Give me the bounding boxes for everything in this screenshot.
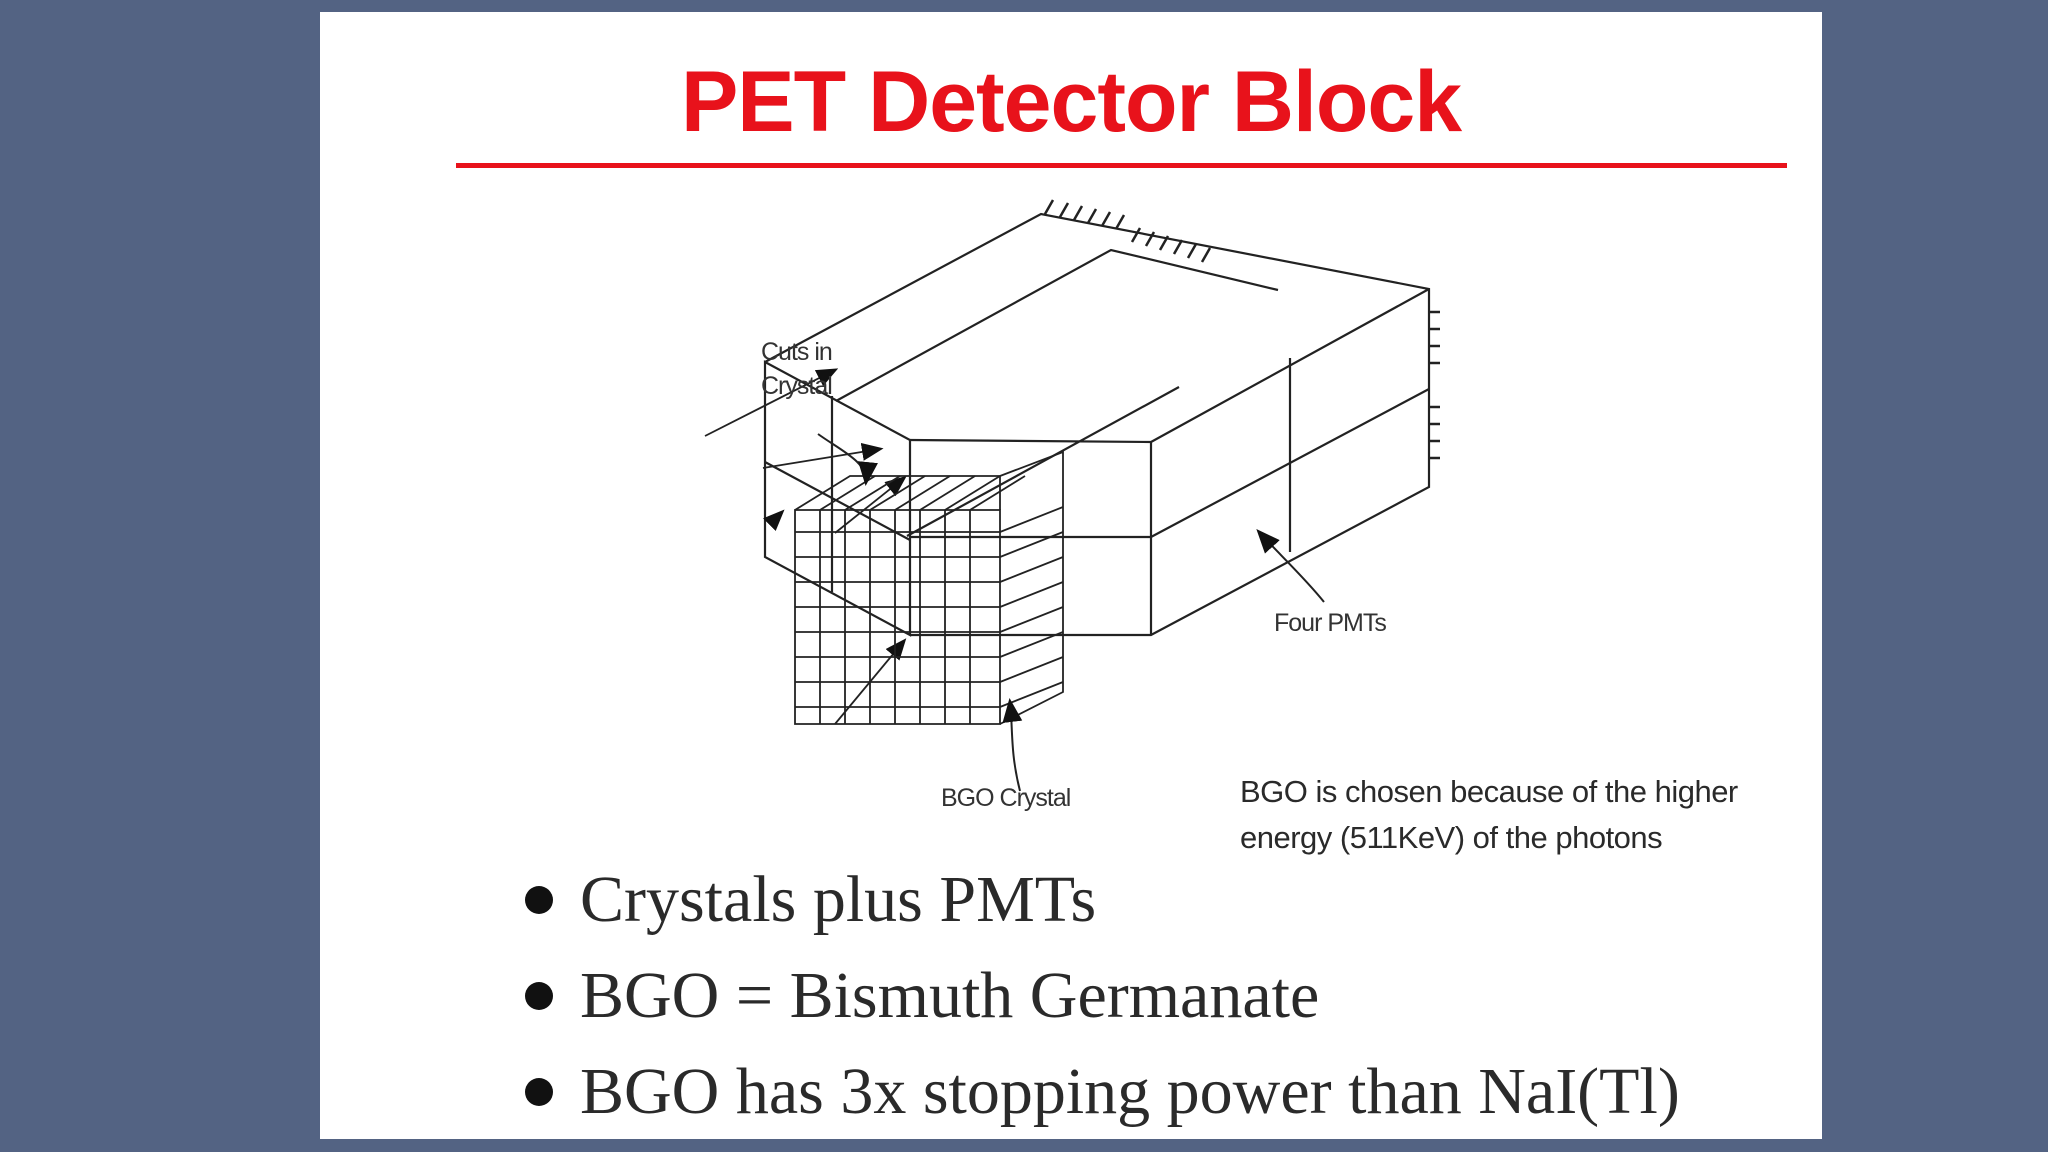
bullet-icon [525, 1077, 553, 1106]
bgo-note-line2: energy (511KeV) of the photons [1240, 820, 1663, 855]
title-underline [456, 163, 1787, 168]
bullet-text: Crystals plus PMTs [580, 863, 1097, 936]
list-item: Crystals plus PMTs [525, 852, 1680, 948]
bgo-note: BGO is chosen because of the higher ener… [1240, 769, 1800, 861]
pet-detector-block-diagram [704, 199, 1440, 792]
label-cuts-line2: Crystal [761, 372, 833, 400]
list-item: BGO has 3x stopping power than NaI(Tl) [525, 1044, 1680, 1140]
list-item: BGO = Bismuth Germanate [525, 948, 1680, 1044]
label-cuts-line1: Cuts in [761, 338, 833, 366]
label-four-pmts: Four PMTs [1274, 609, 1387, 637]
bullet-icon [525, 885, 553, 914]
bullet-text: BGO has 3x stopping power than NaI(Tl) [580, 1055, 1680, 1128]
bullet-list: Crystals plus PMTs BGO = Bismuth Germana… [525, 852, 1680, 1140]
projection-lines [704, 368, 907, 725]
label-arrows [817, 433, 1325, 792]
bgo-note-line1: BGO is chosen because of the higher [1240, 774, 1738, 809]
pmt-pins [1043, 199, 1440, 460]
slide-title: PET Detector Block [680, 54, 1462, 150]
label-cuts-in-crystal: Cuts in Crystal [761, 335, 833, 403]
pmt-box [763, 212, 1431, 637]
label-bgo-crystal: BGO Crystal [941, 784, 1071, 812]
slide: PET Detector Block [320, 12, 1822, 1139]
bullet-text: BGO = Bismuth Germanate [580, 959, 1320, 1032]
bgo-crystal-block [794, 450, 1064, 725]
bullet-icon [525, 981, 553, 1010]
